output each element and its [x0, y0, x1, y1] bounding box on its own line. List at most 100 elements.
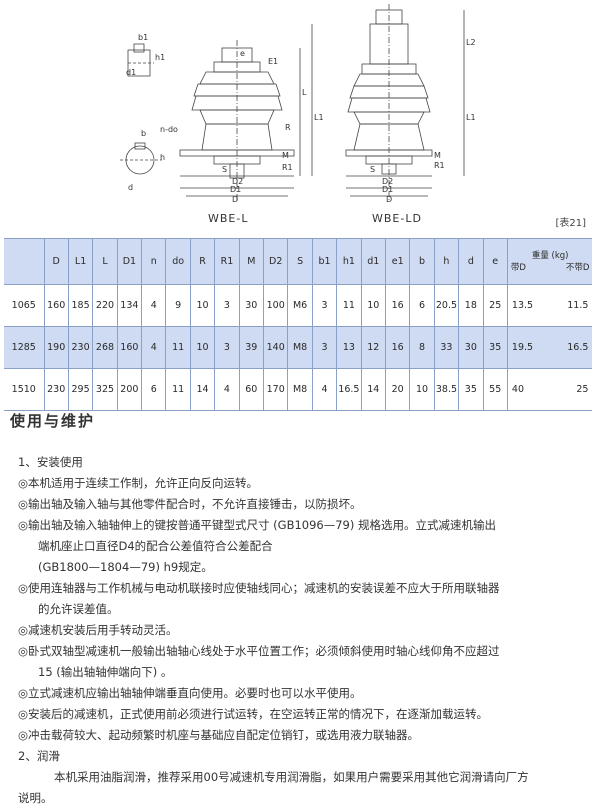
- header-cell: do: [165, 238, 191, 285]
- header-cell: h: [434, 238, 460, 285]
- weight-cell: 13.5 11.5: [507, 285, 592, 327]
- value-cell: 3: [312, 284, 338, 327]
- dim-r: R: [285, 123, 291, 132]
- instructions-body: 1、安装使用 ◎本机适用于连续工作制，允许正向反向运转。 ◎输出轴及输入轴与其他…: [18, 452, 588, 809]
- value-cell: 30: [239, 284, 265, 327]
- value-cell: 230: [68, 326, 94, 369]
- header-cell: b: [409, 238, 435, 285]
- header-cell: R1: [214, 238, 240, 285]
- item-8: ◎安装后的减速机，正式使用前必须进行试运转，在空运转正常的情况下，在逐渐加载运转…: [18, 707, 489, 721]
- reducer-drawing-svg: b1 h1 d1 b h d n-do e E1 R L L1 M R1 S D…: [120, 4, 476, 204]
- value-cell: 10: [409, 368, 435, 411]
- value-cell: 14: [361, 368, 386, 411]
- shaft-detail-left: [120, 142, 162, 175]
- header-cell: e: [483, 238, 508, 285]
- weight-with-d: 带D: [510, 262, 526, 273]
- dim-d1-big: D1: [230, 185, 241, 194]
- section-title: 使用与维护: [10, 412, 96, 430]
- value-cell: 38.5: [434, 368, 460, 411]
- value-cell: 325: [92, 368, 118, 411]
- value-cell: 170: [263, 368, 289, 411]
- dim-dd: D: [232, 195, 238, 204]
- header-cell: M: [239, 238, 265, 285]
- header-cell: D1: [117, 238, 143, 285]
- item-2: ◎输出轴及输入轴与其他零件配合时，不允许直接锤击，以防损坏。: [18, 497, 362, 511]
- dim-e1: E1: [268, 57, 278, 66]
- key-detail-top: [127, 43, 154, 77]
- header-cell: D2: [263, 238, 289, 285]
- item-3: ◎输出轴及输入轴轴伸上的键按普通平键型式尺寸 (GB1096—79) 规格选用。…: [18, 518, 497, 532]
- value-cell: 134: [117, 284, 143, 327]
- value-cell: 160: [117, 326, 143, 369]
- value-cell: 10: [361, 284, 386, 327]
- wbe-ld-body: [345, 4, 465, 200]
- dim-b: b: [141, 129, 146, 138]
- weight-with-d-value: 19.5: [511, 342, 534, 353]
- dim-b1: b1: [138, 33, 148, 42]
- weight-without-d-value: 25: [576, 384, 589, 395]
- value-cell: 35: [458, 368, 484, 411]
- weight-without-d-value: 11.5: [567, 300, 589, 311]
- value-cell: 8: [409, 326, 435, 369]
- item-6: ◎卧式双轴型减速机一般输出轴轴心线处于水平位置工作；必须倾斜使用时轴心线仰角不应…: [18, 644, 500, 658]
- header-model: [4, 238, 45, 285]
- weight-with-d-value: 40: [511, 384, 525, 395]
- header-cell: d: [458, 238, 484, 285]
- value-cell: 20.5: [434, 284, 460, 327]
- value-cell: 4: [141, 284, 167, 327]
- value-cell: 20: [385, 368, 411, 411]
- value-cell: 3: [312, 326, 338, 369]
- dim-d: d: [128, 183, 133, 192]
- dim-s: S: [222, 165, 227, 174]
- model-cell: 1285: [4, 326, 45, 369]
- technical-drawing: b1 h1 d1 b h d n-do e E1 R L L1 M R1 S D…: [0, 0, 600, 240]
- dim-d-right: D: [386, 195, 392, 204]
- value-cell: 185: [68, 284, 94, 327]
- header-cell: D: [44, 238, 69, 285]
- weight-cell: 40 25: [507, 369, 592, 411]
- wbe-ld-label: WBE-LD: [372, 212, 422, 225]
- header-cell: S: [287, 238, 313, 285]
- value-cell: M6: [287, 284, 313, 327]
- dim-s-right: S: [370, 165, 375, 174]
- header-cell: h1: [336, 238, 362, 285]
- value-cell: 3: [214, 284, 240, 327]
- value-cell: 30: [458, 326, 484, 369]
- wbe-l-label: WBE-L: [208, 212, 249, 225]
- weight-without-d-value: 16.5: [567, 342, 589, 353]
- dim-m-right: M: [434, 151, 441, 160]
- weight-with-d-value: 13.5: [511, 300, 534, 311]
- model-cell: 1510: [4, 368, 45, 411]
- header-cell: d1: [361, 238, 386, 285]
- value-cell: 10: [190, 326, 216, 369]
- dim-r1-right: R1: [434, 161, 445, 170]
- item-3-cont-1: 端机座止口直径D4的配合公差值符合公差配合: [38, 539, 273, 553]
- dim-d2-right: D2: [382, 177, 393, 186]
- lubrication-para: 本机采用油脂润滑，推荐采用00号减速机专用润滑脂，如果用户需要采用其他它润滑请向…: [54, 770, 529, 784]
- value-cell: 10: [190, 284, 216, 327]
- value-cell: M8: [287, 326, 313, 369]
- dim-h1: h1: [155, 53, 165, 62]
- value-cell: 11: [165, 368, 191, 411]
- value-cell: 3: [214, 326, 240, 369]
- heading-lubrication: 2、润滑: [18, 749, 60, 763]
- dim-d2: D2: [232, 177, 243, 186]
- value-cell: 12: [361, 326, 386, 369]
- item-1: ◎本机适用于连续工作制，允许正向反向运转。: [18, 476, 259, 490]
- header-cell: L1: [68, 238, 94, 285]
- heading-install: 1、安装使用: [18, 455, 83, 469]
- value-cell: 6: [409, 284, 435, 327]
- dim-h: h: [160, 153, 165, 162]
- value-cell: 33: [434, 326, 460, 369]
- weight-without-d: 不带D: [565, 262, 590, 273]
- item-4: ◎使用连轴器与工作机械与电动机联接时应使轴线同心；减速机的安装误差不应大于所用联…: [18, 581, 500, 595]
- value-cell: 4: [312, 368, 338, 411]
- dim-d1: d1: [126, 68, 136, 77]
- dim-l1: L1: [314, 113, 324, 122]
- model-cell: 1065: [4, 284, 45, 327]
